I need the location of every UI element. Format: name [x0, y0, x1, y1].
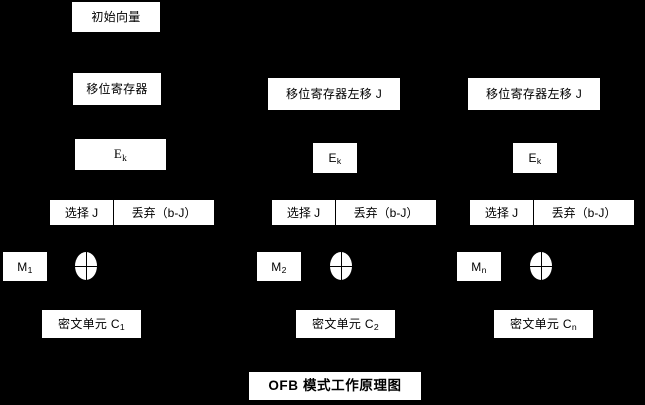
- xor-icon-1: [75, 252, 97, 280]
- diagram-title-box: OFB 模式工作原理图: [249, 372, 421, 400]
- cell-divider: [113, 200, 114, 225]
- encrypt-box-2: Ek: [313, 143, 357, 173]
- discard-label-1: 丢弃（b-J）: [131, 206, 197, 220]
- select-label-1: 选择 J: [64, 206, 99, 220]
- encrypt-label-1: Ek: [113, 146, 128, 164]
- select-cell-1: 选择 J: [50, 200, 113, 225]
- discard-label-3: 丢弃（b-J）: [551, 206, 617, 220]
- ciphertext-box-1: 密文单元 C1: [42, 310, 141, 338]
- plaintext-label-2: M2: [271, 259, 287, 275]
- select-discard-group-1: 选择 J 丢弃（b-J）: [50, 200, 214, 225]
- encrypt-label-2: Ek: [328, 151, 342, 167]
- encrypt-label-3: Ek: [528, 151, 542, 167]
- ciphertext-label-1: 密文单元 C1: [58, 317, 125, 333]
- discard-label-2: 丢弃（b-J）: [353, 206, 419, 220]
- xor-horizontal-bar: [330, 265, 352, 267]
- xor-icon-2: [330, 252, 352, 280]
- ciphertext-label-2: 密文单元 C2: [312, 317, 379, 333]
- plaintext-box-3: Mn: [457, 252, 501, 281]
- discard-cell-3: 丢弃（b-J）: [534, 200, 634, 225]
- encrypt-box-3: Ek: [513, 143, 557, 173]
- ciphertext-label-3: 密文单元 Cn: [510, 317, 577, 333]
- initial-vector-label: 初始向量: [91, 10, 141, 24]
- xor-horizontal-bar: [75, 265, 97, 267]
- shift-register-box-2: 移位寄存器左移 J: [268, 78, 400, 110]
- select-cell-3: 选择 J: [470, 200, 533, 225]
- ciphertext-box-3: 密文单元 Cn: [494, 310, 593, 338]
- shift-register-label-1: 移位寄存器: [86, 82, 148, 96]
- encrypt-box-1: Ek: [75, 139, 166, 170]
- select-cell-2: 选择 J: [272, 200, 335, 225]
- plaintext-label-1: M1: [17, 259, 33, 275]
- shift-register-label-2: 移位寄存器左移 J: [285, 87, 383, 101]
- select-discard-group-3: 选择 J 丢弃（b-J）: [470, 200, 634, 225]
- initial-vector-box: 初始向量: [72, 2, 160, 32]
- discard-cell-1: 丢弃（b-J）: [114, 200, 214, 225]
- select-label-3: 选择 J: [484, 206, 519, 220]
- discard-cell-2: 丢弃（b-J）: [336, 200, 436, 225]
- shift-register-box-1: 移位寄存器: [73, 73, 161, 105]
- plaintext-label-3: Mn: [471, 259, 487, 275]
- plaintext-box-2: M2: [257, 252, 301, 281]
- xor-horizontal-bar: [530, 265, 552, 267]
- plaintext-box-1: M1: [3, 252, 47, 281]
- ciphertext-box-2: 密文单元 C2: [296, 310, 395, 338]
- cell-divider: [533, 200, 534, 225]
- shift-register-label-3: 移位寄存器左移 J: [485, 87, 583, 101]
- xor-icon-3: [530, 252, 552, 280]
- select-label-2: 选择 J: [286, 206, 321, 220]
- cell-divider: [335, 200, 336, 225]
- shift-register-box-3: 移位寄存器左移 J: [468, 78, 600, 110]
- diagram-title: OFB 模式工作原理图: [268, 378, 402, 394]
- select-discard-group-2: 选择 J 丢弃（b-J）: [272, 200, 436, 225]
